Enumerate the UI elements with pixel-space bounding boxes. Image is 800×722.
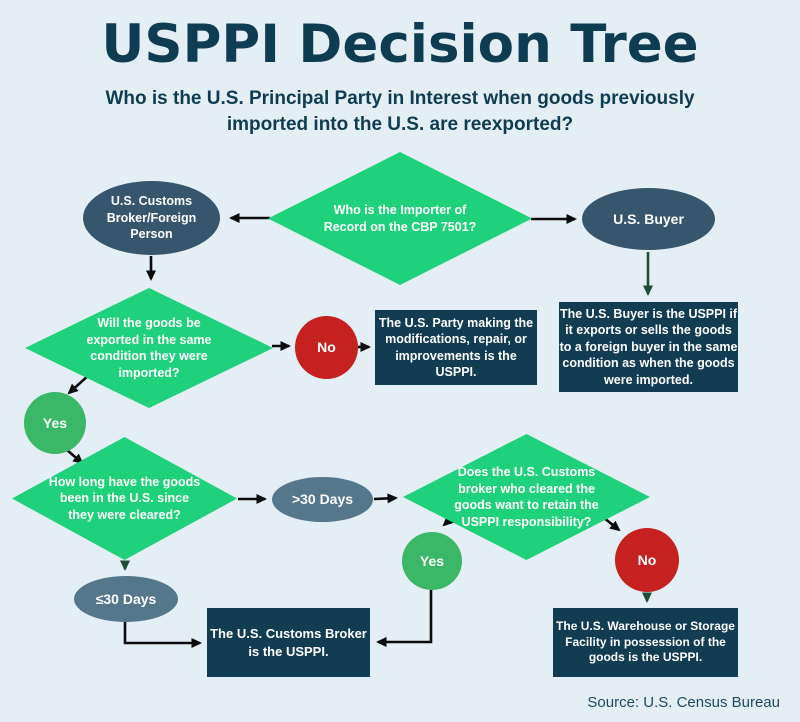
node-gt-30-days-label: >30 Days: [291, 491, 354, 508]
arrow-gt30-to-retain: [373, 493, 398, 504]
yes-circle-retain: Yes: [402, 532, 462, 590]
source-credit: Source: U.S. Census Bureau: [587, 694, 780, 711]
decision-importer-of-record: Who is the Importer of Record on the CBP…: [268, 152, 532, 285]
node-us-buyer-label: U.S. Buyer: [613, 210, 684, 227]
outcome-box-warehouse-label: The U.S. Warehouse or Storage Facility i…: [556, 618, 735, 665]
outcome-box-buyer-label: The U.S. Buyer is the USPPI if it export…: [559, 306, 738, 387]
node-customs-broker-foreign-person-label: U.S. Customs Broker/Foreign Person: [106, 194, 197, 242]
outcome-box-party-modifications-label: The U.S. Party making the modifications,…: [378, 315, 534, 380]
decision-same-condition-label: Will the goods be exported in the same c…: [86, 316, 212, 380]
page-subtitle: Who is the U.S. Principal Party in Inter…: [105, 88, 695, 135]
outcome-box-customs-broker-label: The U.S. Customs Broker is the USPPI.: [210, 626, 367, 659]
arrow-yes-to-howlong: [66, 449, 84, 465]
outcome-box-warehouse: The U.S. Warehouse or Storage Facility i…: [553, 608, 738, 677]
page-title: USPPI Decision Tree: [101, 14, 699, 75]
outcome-box-customs-broker: The U.S. Customs Broker is the USPPI.: [207, 608, 370, 677]
node-le-30-days: ≤30 Days: [74, 576, 178, 622]
decision-same-condition: Will the goods be exported in the same c…: [25, 288, 273, 408]
node-le-30-days-label: ≤30 Days: [95, 590, 157, 607]
decision-importer-of-record-label: Who is the Importer of Record on the CBP…: [323, 203, 477, 234]
yes-circle-retain-label: Yes: [419, 552, 445, 569]
no-circle-same-condition-label: No: [317, 339, 336, 356]
yes-circle-same-condition: Yes: [24, 392, 86, 454]
arrow-yes-to-broker-box: [376, 590, 433, 647]
outcome-box-buyer: The U.S. Buyer is the USPPI if it export…: [559, 302, 738, 392]
node-customs-broker-foreign-person: U.S. Customs Broker/Foreign Person: [83, 181, 220, 255]
arrow-le30-to-broker-box: [123, 621, 202, 648]
yes-circle-same-condition-label: Yes: [42, 414, 68, 431]
node-us-buyer: U.S. Buyer: [582, 188, 715, 250]
decision-retain-responsibility-label: Does the U.S. Customs broker who cleared…: [454, 465, 599, 529]
decision-how-long: How long have the goods been in the U.S.…: [12, 437, 237, 560]
no-circle-retain-label: No: [637, 551, 657, 568]
decision-how-long-label: How long have the goods been in the U.S.…: [48, 474, 201, 522]
outcome-box-party-modifications: The U.S. Party making the modifications,…: [375, 310, 537, 385]
no-circle-retain: No: [615, 528, 679, 592]
node-gt-30-days: >30 Days: [272, 477, 373, 522]
no-circle-same-condition: No: [295, 316, 358, 379]
